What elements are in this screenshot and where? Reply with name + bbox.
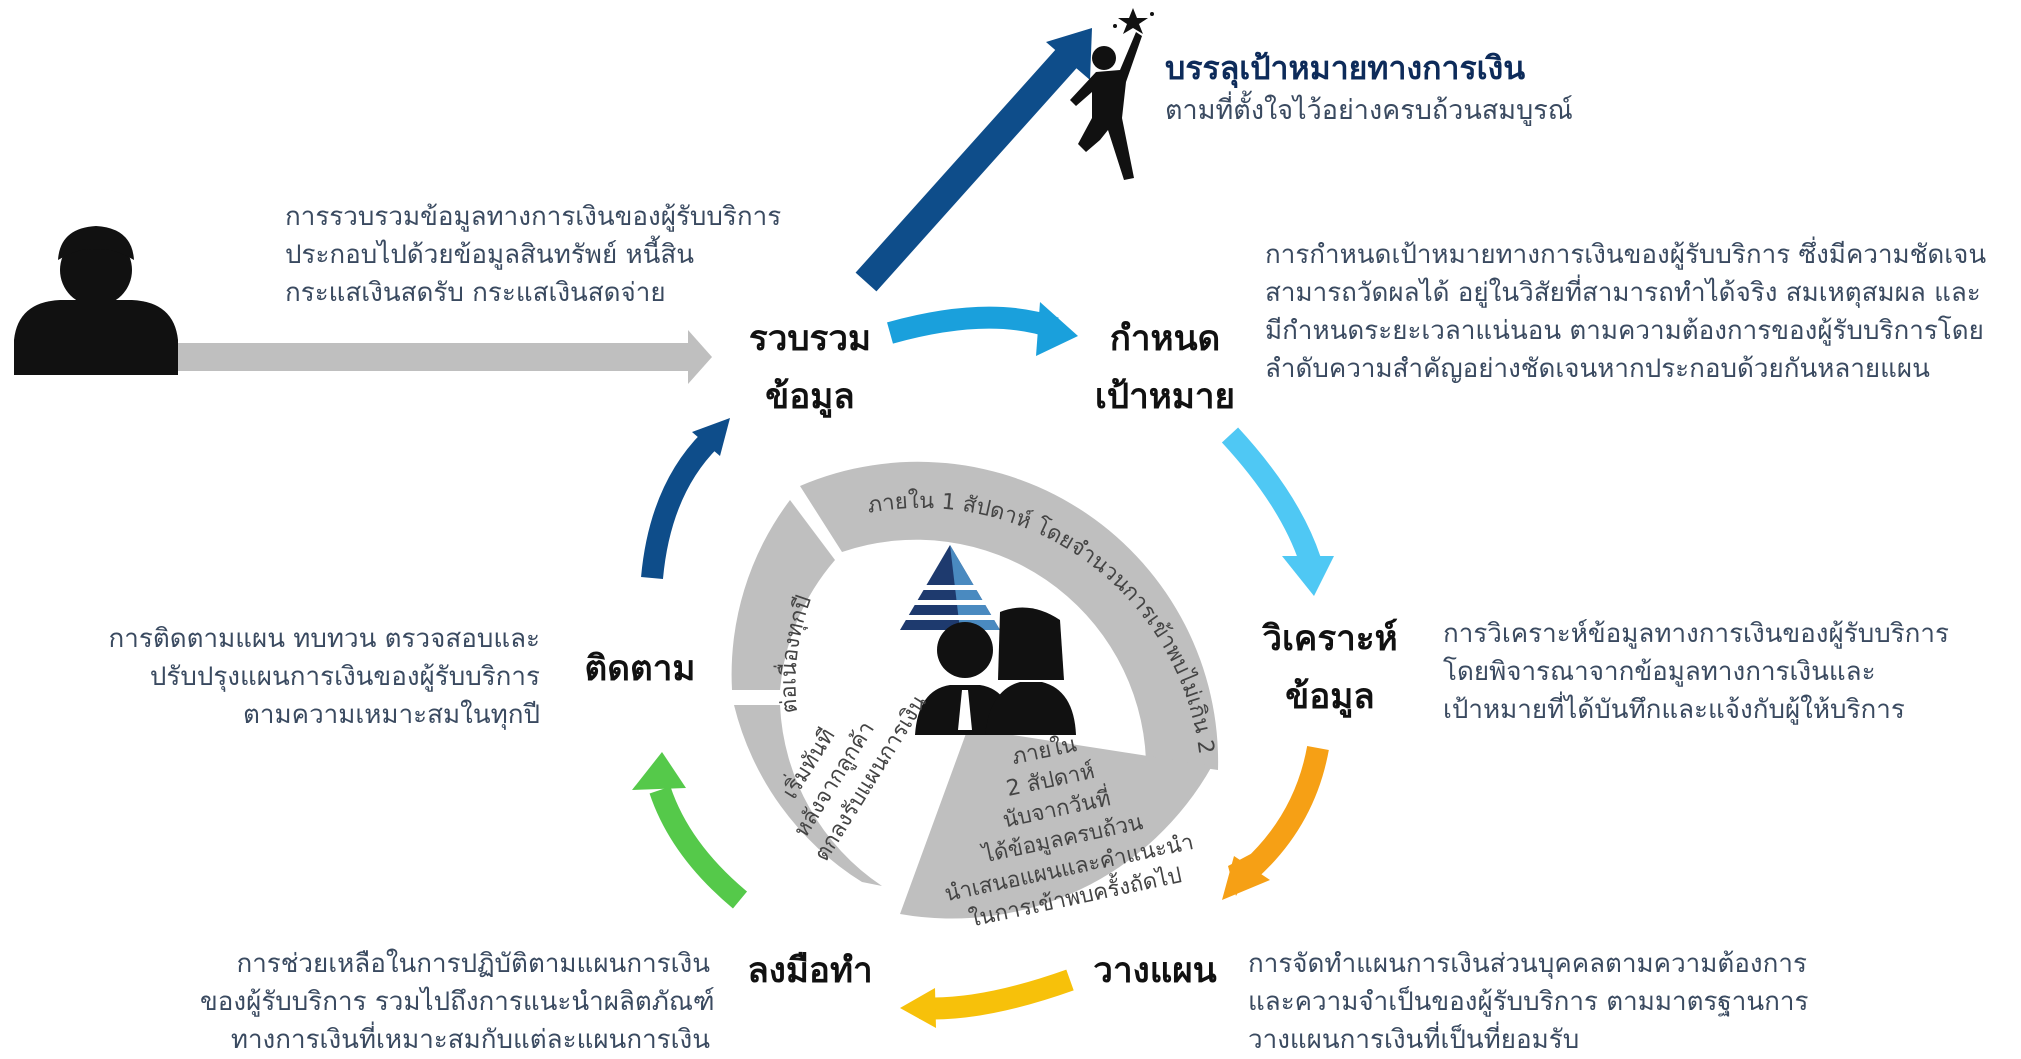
goal-achieved-arrow — [855, 28, 1092, 292]
ring-segment-top — [800, 461, 1219, 770]
desc-act: การช่วยเหลือในการปฏิบัติตามแผนการเงิน ขอ… — [200, 949, 715, 1055]
advisors-icon — [915, 607, 1076, 735]
stage-label-act: ลงมือทำ — [747, 951, 873, 991]
stage-label-goal: กำหนด เป้าหมาย — [1094, 319, 1236, 417]
arrow-gather-to-goal — [887, 302, 1078, 356]
arrow-monitor-to-gather — [641, 418, 730, 580]
stage-label-monitor: ติดตาม — [584, 649, 696, 689]
desc-monitor: การติดตามแผน ทบทวน ตรวจสอบและ ปรับปรุงแผ… — [108, 624, 540, 730]
desc-plan: การจัดทำแผนการเงินส่วนบุคคลตามความต้องกา… — [1248, 949, 1809, 1055]
arrow-goal-to-analyze — [1221, 427, 1334, 596]
achiever-icon — [1070, 8, 1154, 180]
goal-achieved-title: บรรลุเป้าหมายทางการเงิน — [1165, 49, 1526, 87]
stage-label-gather: รวบรวม ข้อมูล — [748, 319, 872, 417]
desc-analyze: การวิเคราะห์ข้อมูลทางการเงินของผู้รับบริ… — [1443, 619, 1949, 725]
ring-segment-left-lower — [734, 705, 882, 886]
ring-segment-bottom — [900, 728, 1212, 919]
person-icon — [14, 226, 178, 375]
desc-goal: การกำหนดเป้าหมายทางการเงินของผู้รับบริกา… — [1265, 240, 1987, 384]
input-arrow — [152, 330, 712, 384]
arrow-act-to-monitor — [632, 752, 748, 909]
ring-segment-left-upper — [731, 500, 835, 690]
stage-label-analyze: วิเคราะห์ ข้อมูล — [1262, 619, 1398, 717]
desc-gather: การรวบรวมข้อมูลทางการเงินของผู้รับบริการ… — [285, 202, 782, 308]
arrow-plan-to-act — [900, 969, 1074, 1028]
stage-label-plan: วางแผน — [1093, 951, 1217, 991]
pyramid-logo-icon — [895, 545, 1005, 630]
goal-achieved-subtitle: ตามที่ตั้งใจไว้อย่างครบถ้วนสมบูรณ์ — [1165, 95, 1573, 126]
arrow-analyze-to-plan — [1222, 745, 1329, 900]
